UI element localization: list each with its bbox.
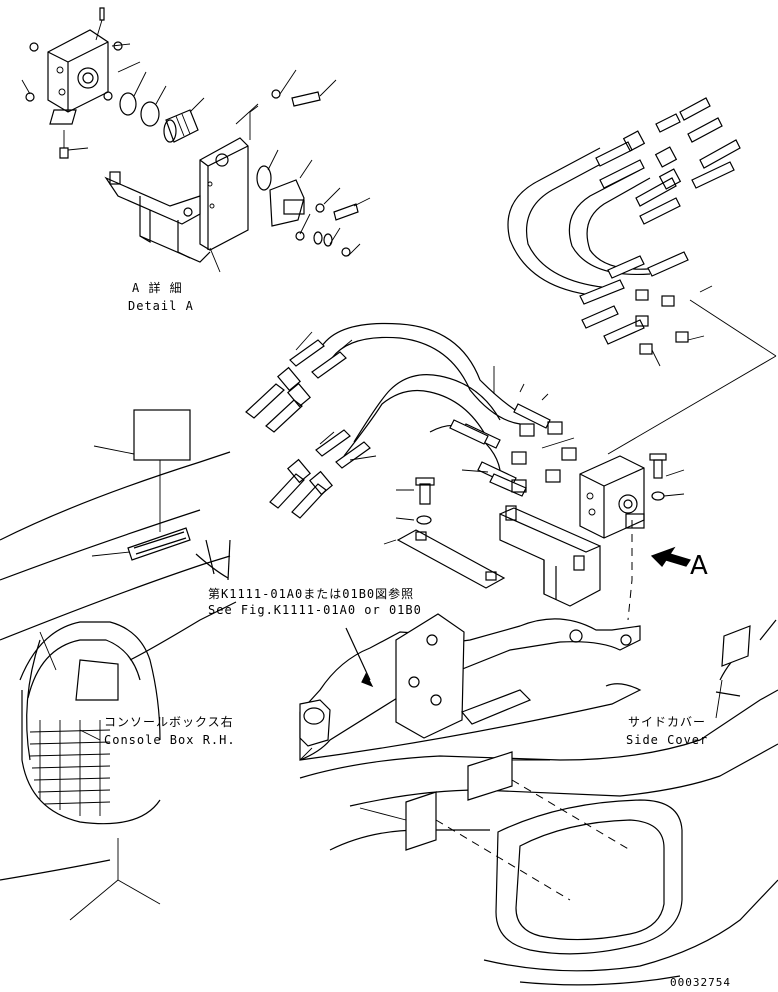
valve-unit	[383, 453, 685, 621]
console-jp-label: コンソールボックス右	[104, 714, 234, 729]
detail-a-jp-label: A 詳 細	[132, 280, 183, 295]
console-box	[0, 409, 237, 921]
side-cover-jp-label: サイドカバー	[628, 715, 706, 729]
ref-leader	[345, 627, 371, 681]
hose-bundle-upper	[507, 97, 777, 455]
view-a-arrow	[650, 546, 691, 567]
view-arrow-label: A	[690, 551, 708, 581]
ref-en-label: See Fig.K1111-01A0 or 01B0	[208, 603, 422, 617]
console-en-label: Console Box R.H.	[104, 733, 236, 747]
floor-plate	[299, 613, 642, 761]
detail-a-assembly	[21, 7, 371, 273]
hose-bundle-middle	[245, 322, 577, 519]
drawing-number: 00032754	[670, 976, 731, 989]
side-cover	[299, 619, 778, 986]
ref-jp-label: 第K1111-01A0または01B0図参照	[208, 586, 414, 601]
side-cover-en-label: Side Cover	[626, 733, 708, 747]
detail-a-en-label: Detail A	[128, 299, 194, 313]
